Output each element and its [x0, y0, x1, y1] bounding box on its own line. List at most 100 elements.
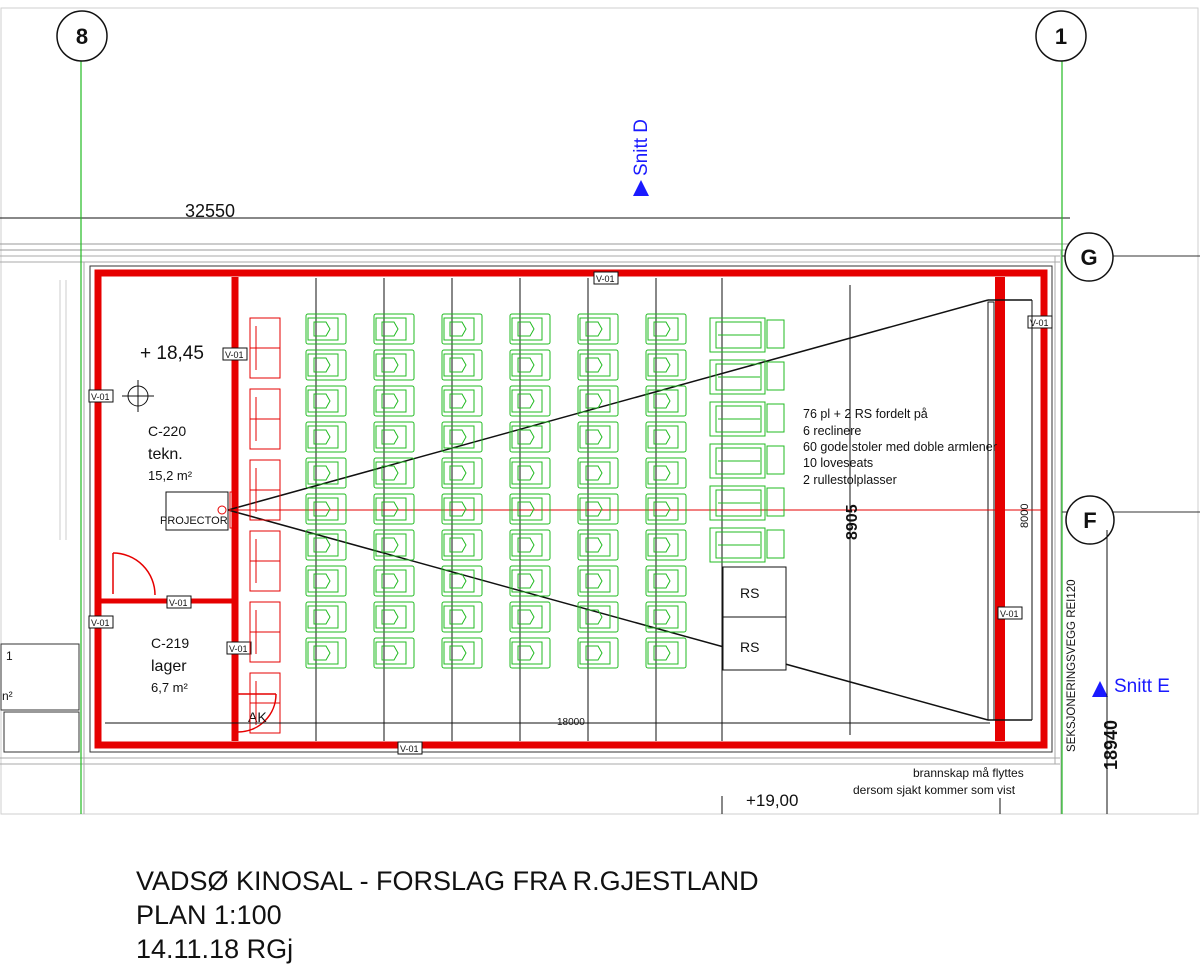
- dim-overall-length: 32550: [185, 201, 235, 221]
- seat: [305, 457, 347, 489]
- seat: [577, 421, 619, 453]
- seat: [577, 493, 619, 525]
- loveseat: [709, 527, 785, 563]
- fire-note-line1: brannskap må flyttes: [913, 766, 1024, 780]
- svg-text:V-01: V-01: [1030, 318, 1049, 328]
- loveseat: [709, 443, 785, 479]
- seat: [441, 493, 483, 525]
- svg-text:V-01: V-01: [1000, 609, 1019, 619]
- level-upper: + 18,45: [140, 343, 204, 364]
- seat: [373, 637, 415, 669]
- seat-grid: [305, 313, 687, 669]
- seat: [441, 385, 483, 417]
- seat: [373, 601, 415, 633]
- recliner: [249, 530, 281, 592]
- seat: [441, 565, 483, 597]
- seat: [509, 349, 551, 381]
- dim-room-width: 8905: [844, 504, 861, 540]
- seat: [373, 529, 415, 561]
- seat: [645, 313, 687, 345]
- seat: [645, 349, 687, 381]
- grid-bubble-g: [1064, 232, 1114, 282]
- seat: [305, 601, 347, 633]
- svg-text:V-01: V-01: [225, 350, 244, 360]
- loveseat: [709, 359, 785, 395]
- seat: [509, 385, 551, 417]
- dim-screen-width: 8000: [1019, 504, 1031, 528]
- fire-note-line2: dersom sjakt kommer som vist: [853, 783, 1016, 797]
- svg-text:6 reclinere: 6 reclinere: [803, 424, 861, 438]
- seat: [373, 421, 415, 453]
- label-ak: AK: [248, 709, 267, 725]
- grid-label-8: 8: [76, 24, 88, 49]
- datum-symbol: [122, 380, 154, 412]
- svg-text:V-01: V-01: [596, 274, 615, 284]
- seat: [305, 385, 347, 417]
- walls: [94, 269, 1048, 749]
- svg-text:2 rullestolplasser: 2 rullestolplasser: [803, 473, 897, 487]
- dim-outer: 18940: [1101, 720, 1121, 770]
- svg-text:V-01: V-01: [91, 618, 110, 628]
- dim-room-length: 18000: [557, 717, 585, 728]
- screen: [987, 301, 995, 721]
- drawing-title: VADSØ KINOSAL - FORSLAG FRA R.GJESTLAND: [136, 866, 759, 896]
- room-storage-name: lager: [151, 658, 187, 675]
- seat: [509, 313, 551, 345]
- seat: [577, 457, 619, 489]
- seat: [577, 349, 619, 381]
- svg-text:10 loveseats: 10 loveseats: [803, 456, 873, 470]
- room-storage-area: 6,7 m²: [151, 680, 189, 695]
- level-lower: +19,00: [746, 791, 798, 810]
- recliner: [249, 672, 281, 734]
- drawing-scale: PLAN 1:100: [136, 900, 282, 930]
- seat: [305, 421, 347, 453]
- seat: [441, 313, 483, 345]
- loveseats: [709, 317, 785, 563]
- seat: [441, 637, 483, 669]
- seat: [645, 565, 687, 597]
- grid-bubble-1: [1035, 10, 1087, 62]
- loveseat: [709, 401, 785, 437]
- seat: [373, 565, 415, 597]
- room-tech-area: 15,2 m²: [148, 468, 193, 483]
- grid-bubble-f: [1065, 495, 1115, 545]
- recliner: [249, 459, 281, 521]
- recliner-seats: [249, 317, 281, 734]
- seat: [645, 601, 687, 633]
- seat: [645, 421, 687, 453]
- seat: [577, 637, 619, 669]
- section-e-label: Snitt E: [1114, 676, 1170, 697]
- seat: [509, 565, 551, 597]
- recliner: [249, 601, 281, 663]
- wheelchair-label-1: RS: [740, 585, 759, 601]
- grid-bubble-8: [56, 10, 108, 62]
- seat: [577, 313, 619, 345]
- seat: [305, 529, 347, 561]
- seat: [509, 457, 551, 489]
- room-tech-name: tekn.: [148, 446, 183, 463]
- section-d-label: Snitt D: [631, 119, 652, 176]
- seat: [441, 529, 483, 561]
- wheelchair-label-2: RS: [740, 639, 759, 655]
- room-storage-number: C-219: [151, 635, 189, 651]
- projector-label: PROJECTOR: [160, 515, 228, 527]
- grid-label-f: F: [1083, 508, 1096, 533]
- seat: [305, 637, 347, 669]
- seat: [373, 349, 415, 381]
- svg-text:V-01: V-01: [229, 644, 248, 654]
- seat: [305, 349, 347, 381]
- grid-label-1: 1: [1055, 24, 1067, 49]
- seat: [373, 385, 415, 417]
- svg-text:76 pl + 2 RS fordelt på: 76 pl + 2 RS fordelt på: [803, 407, 928, 421]
- seat: [645, 385, 687, 417]
- seat: [441, 421, 483, 453]
- seat: [509, 529, 551, 561]
- wall-type-tags: V-01 V-01 V-01 V-01 V-01 V-01 V-01 V-01 …: [88, 271, 1053, 755]
- seat: [373, 457, 415, 489]
- recliner: [249, 388, 281, 450]
- seat: [441, 601, 483, 633]
- wheelchair-space-2: [722, 616, 787, 671]
- seat: [645, 637, 687, 669]
- seat: [373, 493, 415, 525]
- seat: [577, 385, 619, 417]
